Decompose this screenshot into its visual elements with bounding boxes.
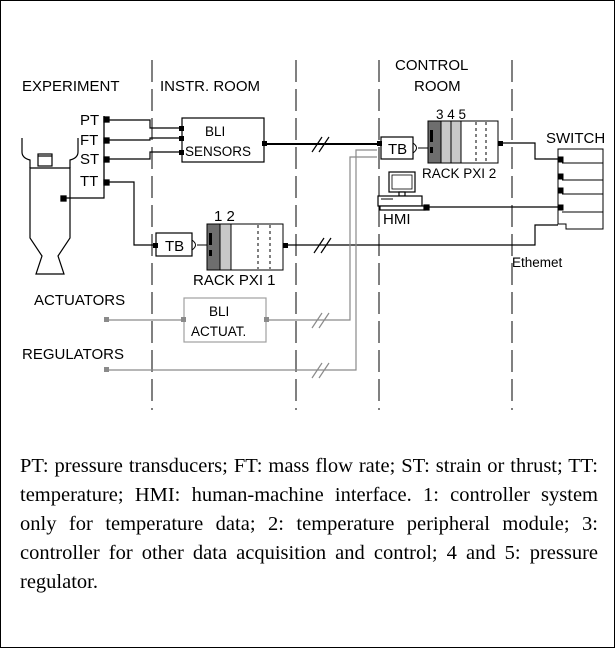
sensor-label-st: ST (80, 151, 99, 168)
network-switch (557, 148, 604, 230)
sensor-wiring (66, 119, 182, 246)
zone-dividers (151, 60, 513, 410)
zone-label-instr-room: INSTR. ROOM (160, 78, 260, 95)
zone-label-switch: SWITCH (546, 130, 605, 147)
rack1-ethernet-link (288, 224, 558, 254)
zone-label-control-line1: CONTROL (395, 57, 468, 74)
tb-rack2-label: TB (388, 141, 407, 158)
rack-pxi2: 3 4 5 RACK PXI 2 (422, 107, 503, 181)
gray-signal-lines (104, 149, 377, 379)
bli-sensors-label-line1: BLI (205, 124, 225, 139)
rack1-label: RACK PXI 1 (193, 272, 276, 289)
hmi-label: HMI (383, 211, 411, 228)
rack2-to-switch-link (503, 142, 558, 160)
bli-actuat-label-line2: ACTUAT. (191, 324, 246, 339)
ethernet-label: Ethemet (512, 255, 563, 270)
sensor-label-tt: TT (80, 173, 98, 190)
sensor-label-pt: PT (80, 112, 99, 129)
bli-actuat-label-line1: BLI (209, 304, 229, 319)
regulators-label: REGULATORS (22, 346, 124, 363)
rack1-slot-numbers: 1 2 (214, 208, 235, 225)
engine-icon (21, 138, 79, 275)
rack2-slot-numbers: 3 4 5 (436, 107, 466, 122)
zone-label-experiment: EXPERIMENT (22, 78, 120, 95)
bli-sensors-label-line2: SENSORS (185, 144, 251, 159)
sensor-label-ft: FT (80, 132, 98, 149)
rack2-label: RACK PXI 2 (422, 166, 496, 181)
tb-rack1-box: TB (153, 232, 207, 257)
actuators-label: ACTUATORS (34, 292, 125, 309)
bli-actuat-box: BLI ACTUAT. (181, 297, 269, 343)
tb-rack2-box: TB (377, 136, 428, 160)
zone-label-control-line2: ROOM (414, 78, 461, 95)
figure-caption: PT: pressure transducers; FT: mass flow … (20, 455, 598, 593)
rack-pxi1: 1 2 RACK PXI 1 (193, 208, 288, 289)
bli-sensors-box: BLI SENSORS (179, 117, 267, 163)
hmi-computer-icon (377, 171, 430, 211)
sensor-data-link (267, 136, 379, 153)
system-diagram: EXPERIMENT INSTR. ROOM CONTROL ROOM SWIT… (21, 57, 605, 410)
tb-rack1-label: TB (165, 238, 184, 255)
